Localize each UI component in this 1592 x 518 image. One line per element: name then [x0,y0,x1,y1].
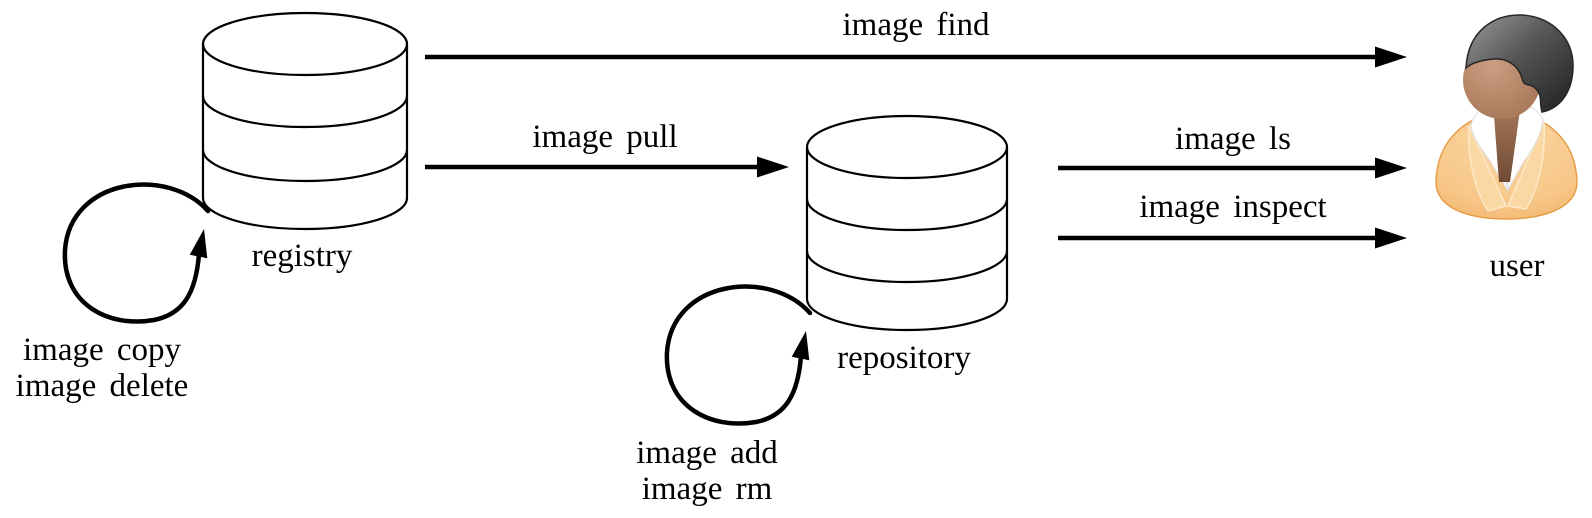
node-label-user: user [1489,248,1545,284]
registry-self-loop-arrow [62,182,211,324]
node-label-registry: registry [251,238,353,274]
arrowhead-icon [189,229,208,259]
arrowhead-icon [791,331,810,361]
registry-database-icon [201,11,409,231]
arrow-image-inspect [1058,227,1407,249]
arrowhead-icon [1375,227,1407,249]
edge-label-image-delete: image delete [15,368,189,404]
arrow-image-pull [425,156,789,178]
arrowhead-icon [757,156,789,178]
arrowhead-icon [1375,46,1407,68]
edge-label-image-pull: image pull [532,119,678,155]
edge-label-image-add: image add [636,435,778,471]
edge-label-image-ls: image ls [1175,121,1291,157]
arrow-image-find [425,46,1407,68]
arrow-image-ls [1058,157,1407,179]
edge-label-repository-loop: image add image rm [636,435,778,507]
edge-label-image-inspect: image inspect [1139,189,1327,225]
edge-label-registry-loop: image copy image delete [16,332,189,404]
user-person-icon [1435,14,1578,220]
repository-database-icon [805,114,1009,332]
edge-label-image-rm: image rm [641,471,773,507]
edge-label-image-find: image find [842,7,990,43]
arrowhead-icon [1375,157,1407,179]
repository-self-loop-arrow [664,284,813,426]
node-label-repository: repository [837,340,971,376]
edge-label-image-copy: image copy [22,332,182,368]
